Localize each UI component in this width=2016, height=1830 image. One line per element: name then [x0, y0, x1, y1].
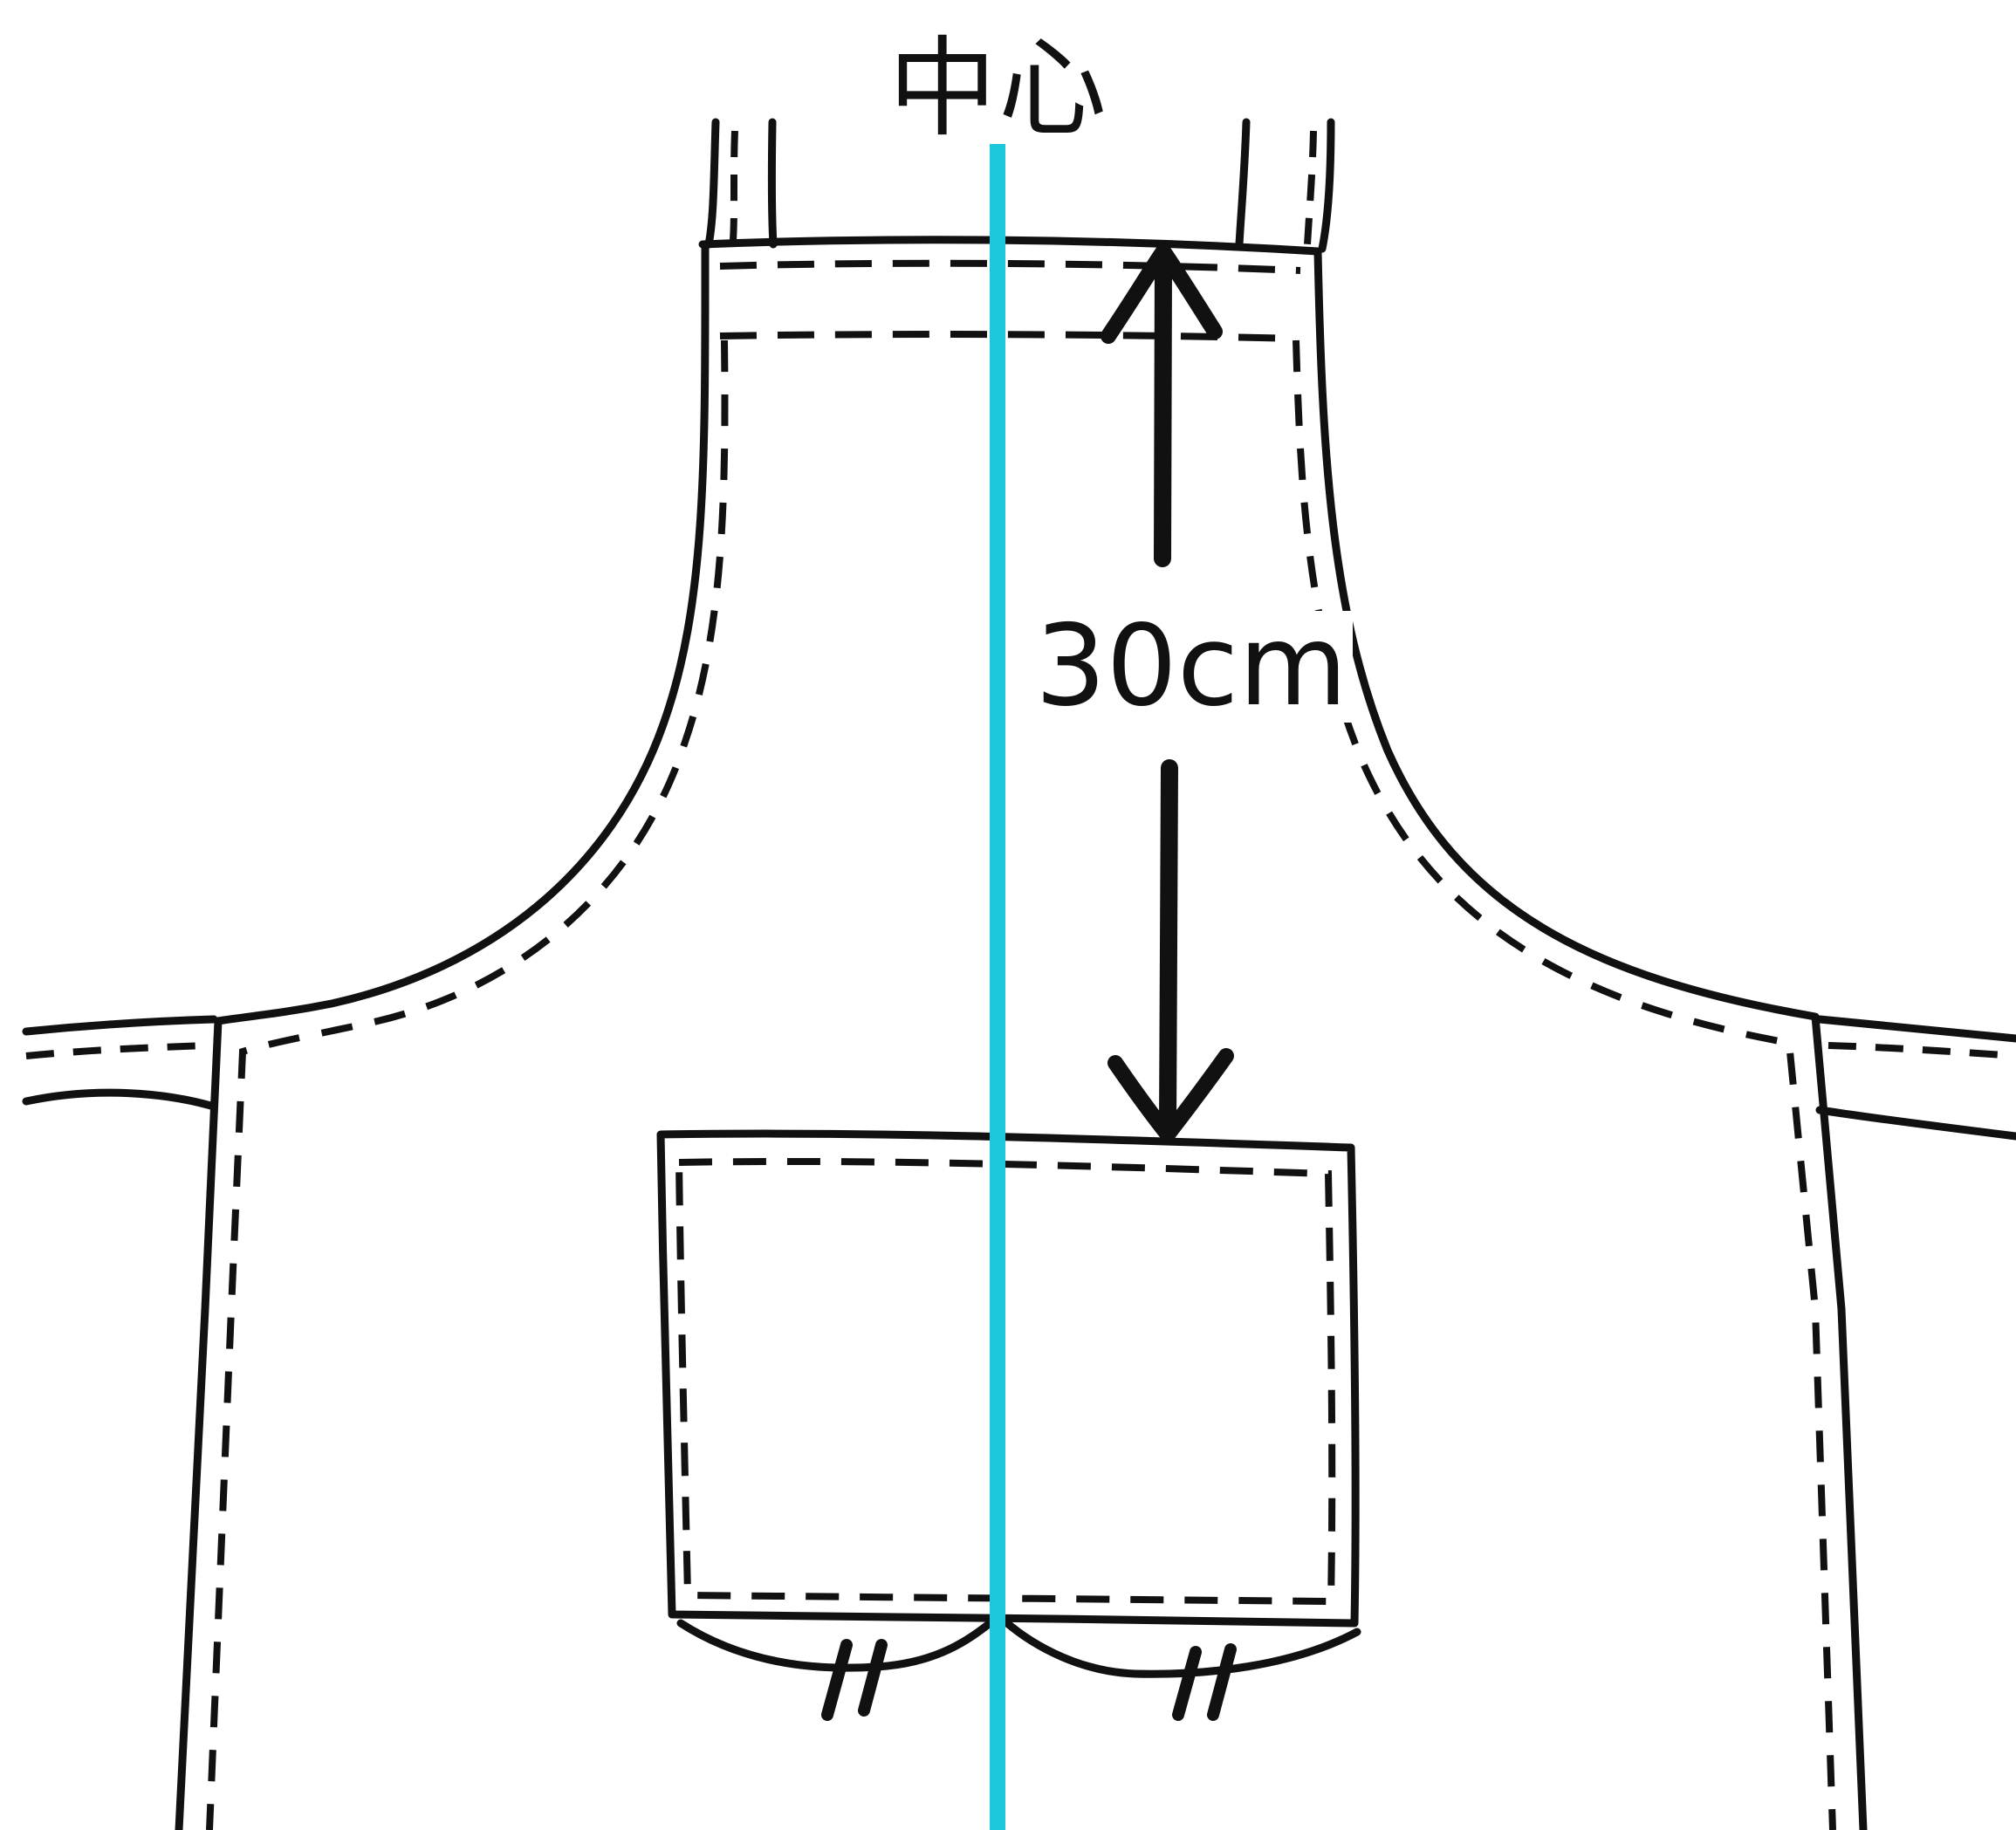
- bib-top-stitch-lower: [719, 331, 1297, 342]
- right-waist-tie-bottom: [1815, 1106, 2016, 1141]
- measurement-label: 30cm: [1030, 611, 1353, 723]
- right-equal-mark-2: [1207, 1643, 1237, 1721]
- left-waist-tie-top: [22, 1015, 218, 1036]
- right-neck-strap-stitch: [1304, 130, 1317, 245]
- left-neck-strap-stitch: [730, 130, 738, 241]
- pocket-right-half-bracket: [995, 1612, 1361, 1678]
- bib-top-stitch-upper: [719, 259, 1301, 274]
- pocket-stitch: [675, 1157, 1336, 1606]
- bib-top-edge: [698, 236, 1322, 256]
- center-label: 中心: [888, 26, 1109, 152]
- measure-arrow-lower-head: [1107, 1048, 1234, 1142]
- pocket-outline: [656, 1129, 1360, 1628]
- measure-arrow-lower-shaft: [1159, 759, 1178, 1134]
- right-equal-mark-1: [1172, 1646, 1202, 1721]
- left-waist-tie-stitch: [25, 1042, 210, 1059]
- measure-arrow-upper-shaft: [1154, 253, 1172, 567]
- left-neck-strap-inner: [767, 118, 778, 249]
- apron-right-stitch: [1293, 339, 1836, 1830]
- right-neck-strap-outer: [1318, 118, 1335, 253]
- measure-arrow-upper-head: [1101, 243, 1223, 344]
- right-waist-tie-top: [1815, 1015, 2016, 1043]
- left-neck-strap-outer: [704, 118, 720, 249]
- apron-left-stitch: [206, 339, 729, 1830]
- apron-left-outline: [175, 240, 710, 1830]
- left-equal-mark-1: [821, 1639, 853, 1721]
- right-neck-strap-inner: [1235, 118, 1251, 249]
- left-equal-mark-2: [858, 1639, 888, 1717]
- right-waist-tie-stitch: [1827, 1042, 2016, 1059]
- left-waist-tie-bottom: [22, 1088, 218, 1111]
- apron-right-outline: [1313, 247, 1868, 1830]
